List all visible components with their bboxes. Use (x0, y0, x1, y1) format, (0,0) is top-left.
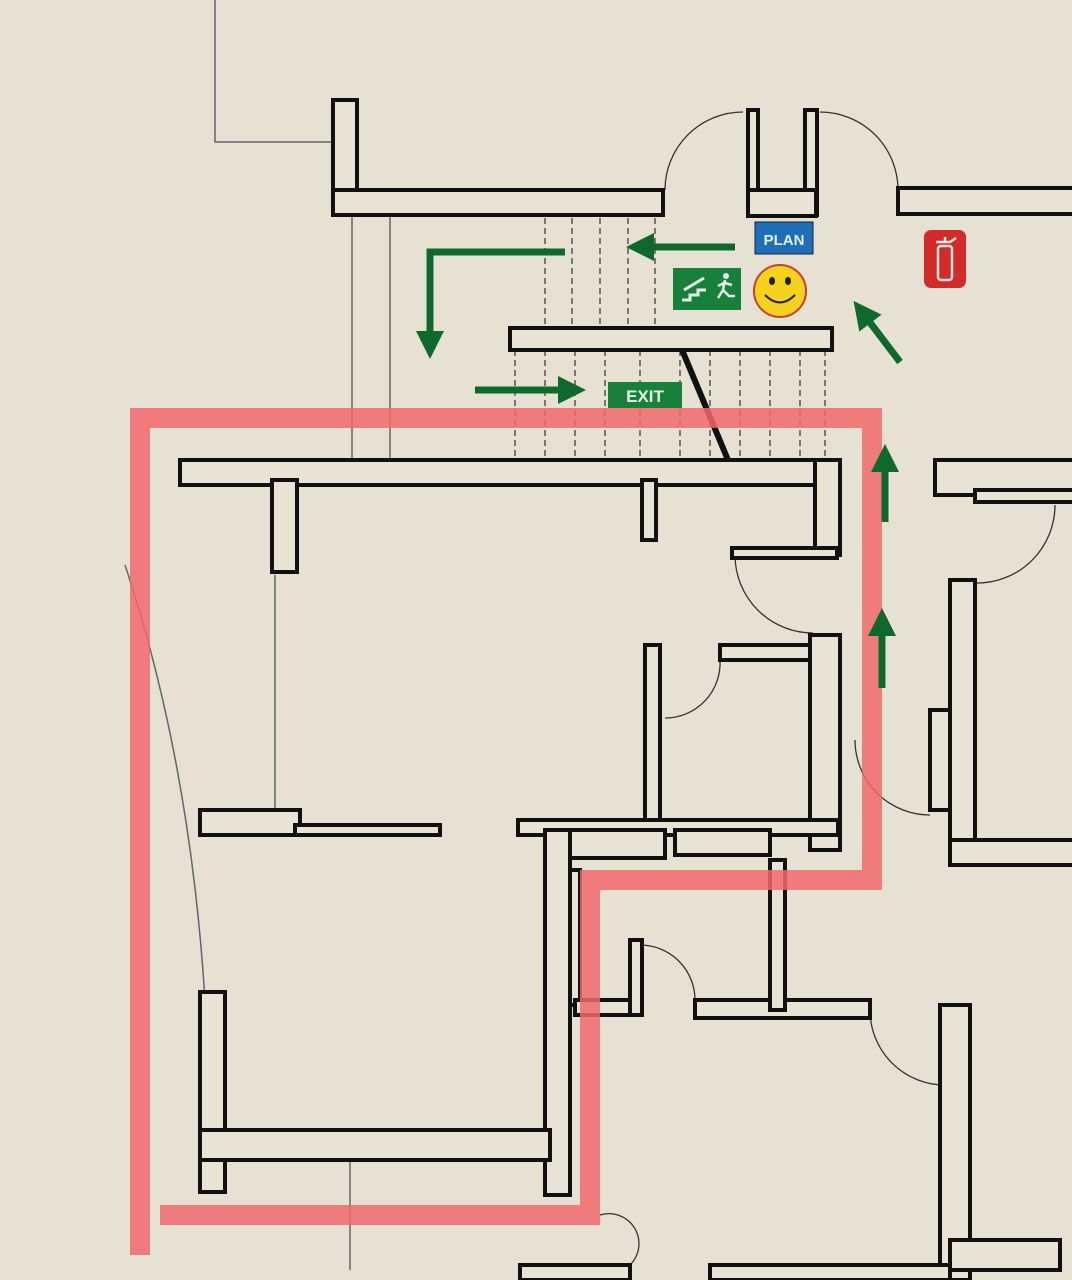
walls (178, 98, 1072, 1280)
arrow-up-left (853, 300, 903, 365)
plan-label: PLAN (764, 232, 805, 249)
smiley-you-are-here-icon (753, 264, 807, 318)
evacuation-arrows (416, 233, 903, 688)
fire-extinguisher-icon (924, 230, 966, 288)
exit-sign: EXIT (608, 382, 682, 408)
evacuation-zone-outline (130, 408, 882, 1255)
plan-sign: PLAN (754, 221, 814, 255)
arrow-down-left (416, 248, 565, 359)
emergency-exit-stairs-icon (673, 268, 741, 310)
exit-label: EXIT (626, 387, 664, 406)
